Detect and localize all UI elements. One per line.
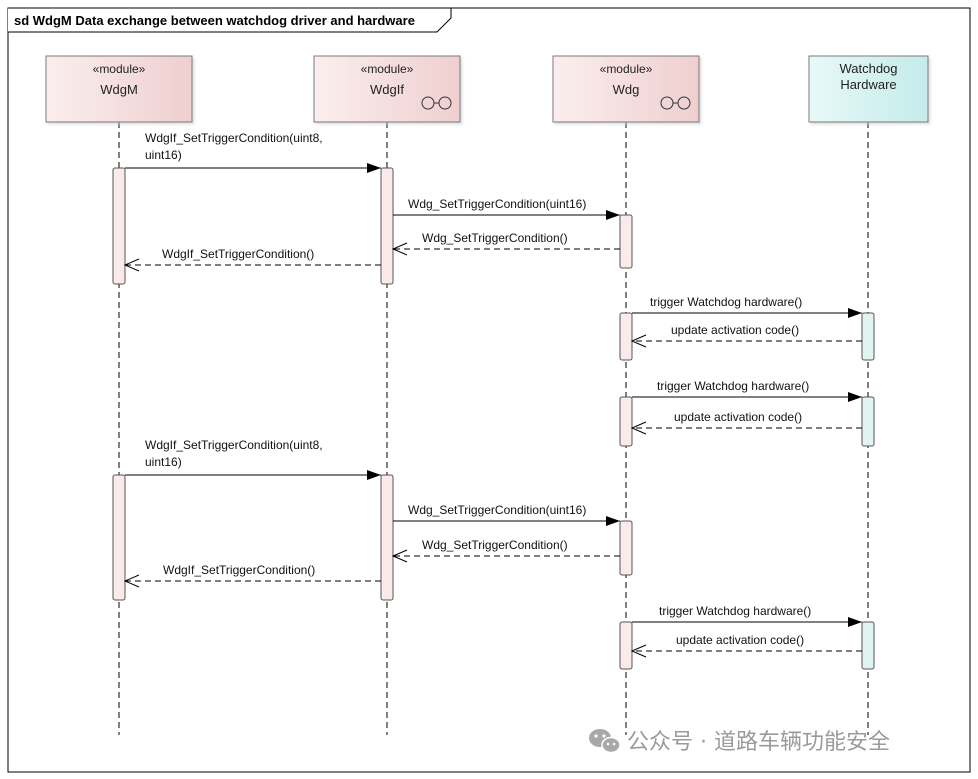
call-message[interactable]: trigger Watchdog hardware() bbox=[632, 379, 862, 402]
message-label: WdgIf_SetTriggerCondition(uint8, bbox=[145, 438, 323, 452]
message-label: trigger Watchdog hardware() bbox=[659, 604, 811, 618]
open-arrowhead bbox=[630, 644, 647, 658]
messages: WdgIf_SetTriggerCondition(uint8,uint16)W… bbox=[123, 131, 862, 658]
return-message[interactable]: update activation code() bbox=[630, 410, 862, 435]
message-label: trigger Watchdog hardware() bbox=[657, 379, 809, 393]
message-label: uint16) bbox=[145, 455, 182, 469]
activation-bar-wdg bbox=[619, 214, 633, 269]
call-message[interactable]: trigger Watchdog hardware() bbox=[632, 604, 862, 627]
interface-icon bbox=[421, 96, 452, 110]
lifeline-wdgm: «module» WdgM bbox=[45, 55, 193, 735]
activation-bar-hw bbox=[861, 621, 875, 670]
frame-tab bbox=[8, 7, 452, 33]
message-label: WdgIf_SetTriggerCondition() bbox=[163, 563, 315, 577]
call-message[interactable]: Wdg_SetTriggerCondition(uint16) bbox=[393, 503, 620, 526]
lifeline-name: WdgIf bbox=[370, 82, 404, 97]
call-message[interactable]: Wdg_SetTriggerCondition(uint16) bbox=[393, 197, 620, 220]
call-message[interactable]: WdgIf_SetTriggerCondition(uint8, uint16) bbox=[125, 131, 381, 173]
message-label: Wdg_SetTriggerCondition(uint16) bbox=[408, 197, 586, 211]
message-label: Wdg_SetTriggerCondition(uint16) bbox=[408, 503, 586, 517]
call-message[interactable]: WdgIf_SetTriggerCondition(uint8, uint16) bbox=[125, 438, 381, 480]
filled-arrowhead bbox=[606, 210, 620, 220]
frame-title: sd WdgM Data exchange between watchdog d… bbox=[14, 13, 415, 28]
message-label: WdgIf_SetTriggerCondition() bbox=[162, 247, 314, 261]
return-message[interactable]: Wdg_SetTriggerCondition() bbox=[391, 538, 620, 563]
lifeline-head-box[interactable] bbox=[45, 55, 193, 123]
lifeline-head-box[interactable] bbox=[552, 55, 700, 123]
lifeline-name: Wdg bbox=[613, 82, 640, 97]
lifeline-stereotype: «module» bbox=[600, 62, 653, 76]
message-label: WdgIf_SetTriggerCondition(uint8, bbox=[145, 131, 323, 145]
lifeline-head-box[interactable] bbox=[808, 55, 929, 123]
return-message[interactable]: WdgIf_SetTriggerCondition() bbox=[123, 247, 381, 272]
watermark: 公众号 · 道路车辆功能安全 bbox=[589, 729, 890, 755]
return-message[interactable]: WdgIf_SetTriggerCondition() bbox=[123, 563, 381, 588]
open-arrowhead bbox=[123, 258, 140, 272]
call-message[interactable]: trigger Watchdog hardware() bbox=[632, 295, 862, 318]
message-label: trigger Watchdog hardware() bbox=[650, 295, 802, 309]
activation-bar-wdgif bbox=[380, 474, 394, 601]
return-message[interactable]: Wdg_SetTriggerCondition() bbox=[391, 231, 620, 256]
activation-bar-wdg bbox=[619, 312, 633, 361]
lifeline-wdgif: «module» WdgIf bbox=[313, 55, 461, 735]
activation-bar-wdg bbox=[619, 520, 633, 576]
return-message[interactable]: update activation code() bbox=[630, 323, 862, 348]
activation-bar-wdg bbox=[619, 621, 633, 670]
lifeline-stereotype: «module» bbox=[93, 62, 146, 76]
open-arrowhead bbox=[630, 334, 647, 348]
message-label: update activation code() bbox=[671, 323, 799, 337]
filled-arrowhead bbox=[606, 516, 620, 526]
lifeline-stereotype: «module» bbox=[361, 62, 414, 76]
filled-arrowhead bbox=[848, 617, 862, 627]
diagram-frame: sd WdgM Data exchange between watchdog d… bbox=[7, 7, 971, 773]
filled-arrowhead bbox=[367, 470, 381, 480]
open-arrowhead bbox=[391, 242, 408, 256]
interface-icon bbox=[660, 96, 691, 110]
activation-bar-wdgif bbox=[380, 167, 394, 285]
open-arrowhead bbox=[630, 421, 647, 435]
activation-bar-wdgm bbox=[112, 167, 126, 285]
filled-arrowhead bbox=[848, 308, 862, 318]
lifeline-head-box[interactable] bbox=[313, 55, 461, 123]
activation-bar-wdg bbox=[619, 396, 633, 447]
filled-arrowhead bbox=[367, 163, 381, 173]
open-arrowhead bbox=[391, 549, 408, 563]
frame-border bbox=[7, 7, 971, 773]
activation-bar-wdgm bbox=[112, 474, 126, 601]
watermark-text: 公众号 · 道路车辆功能安全 bbox=[627, 730, 890, 755]
return-message[interactable]: update activation code() bbox=[630, 633, 862, 658]
open-arrowhead bbox=[123, 574, 140, 588]
filled-arrowhead bbox=[848, 392, 862, 402]
message-label: Wdg_SetTriggerCondition() bbox=[422, 538, 568, 552]
wechat-icon bbox=[589, 729, 621, 754]
message-label: update activation code() bbox=[674, 410, 802, 424]
message-label: uint16) bbox=[145, 148, 182, 162]
message-label: Wdg_SetTriggerCondition() bbox=[422, 231, 568, 245]
activation-bar-hw bbox=[861, 312, 875, 361]
lifeline-name: WdgM bbox=[100, 82, 138, 97]
activation-bar-hw bbox=[861, 396, 875, 447]
activation-bars bbox=[112, 167, 875, 670]
message-label: update activation code() bbox=[676, 633, 804, 647]
